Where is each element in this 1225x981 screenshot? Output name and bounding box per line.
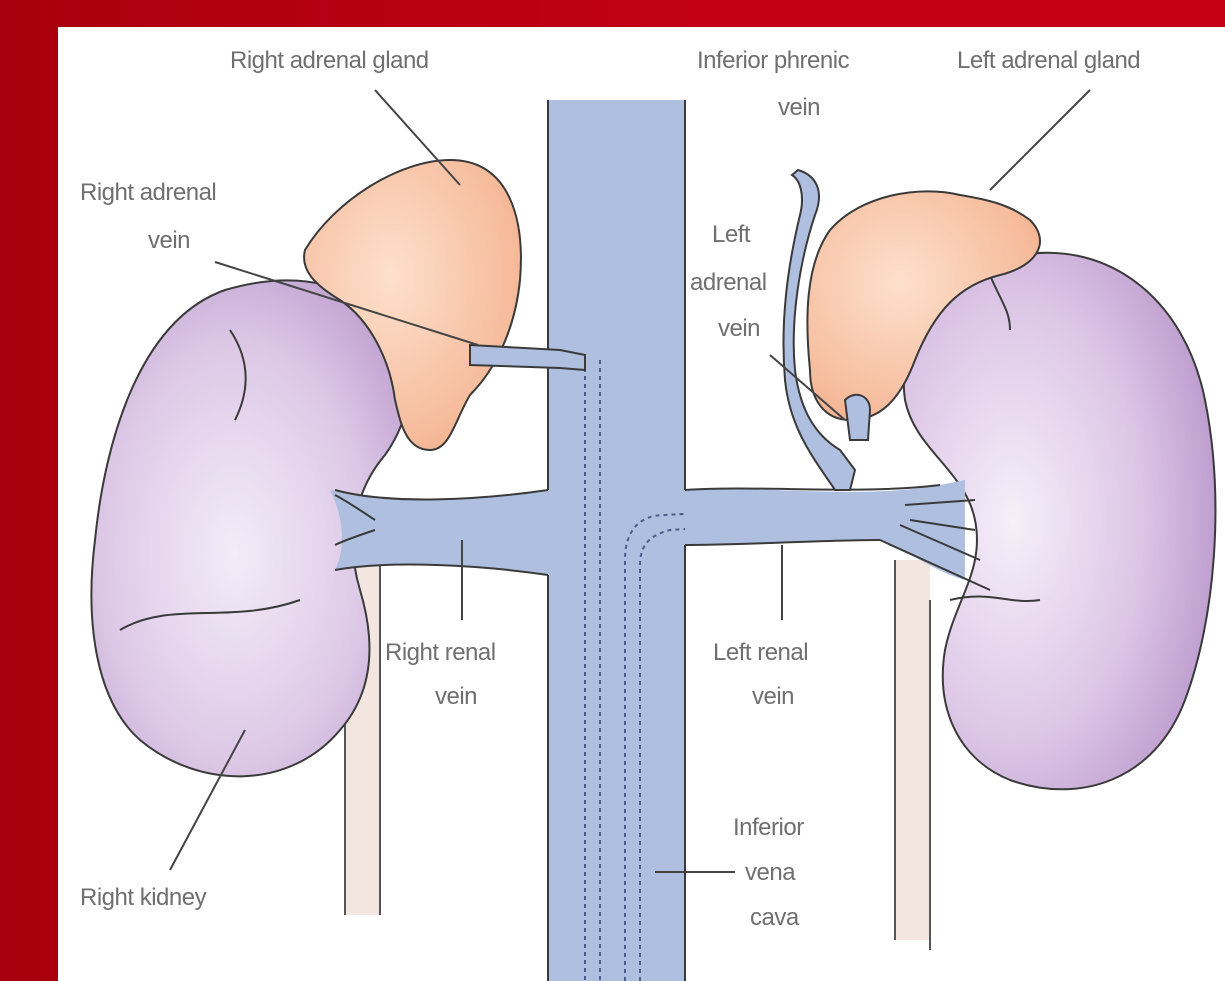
label-right-kidney: Right kidney bbox=[80, 884, 207, 911]
label-right-adrenal-gland: Right adrenal gland bbox=[230, 47, 429, 74]
label-right-renal-vein-line1: Right renal bbox=[385, 639, 496, 666]
label-left-adrenal-vein-line3: vein bbox=[718, 315, 760, 342]
label-left-adrenal-vein-line2: adrenal bbox=[690, 269, 767, 296]
label-left-renal-vein-line2: vein bbox=[752, 683, 794, 710]
label-right-adrenal-vein-line1: Right adrenal bbox=[80, 179, 216, 206]
right-renal-vein-shape bbox=[330, 490, 548, 575]
label-left-adrenal-vein-line1: Left bbox=[712, 221, 751, 248]
label-inferior-phrenic-vein-line1: Inferior phrenic bbox=[697, 47, 850, 74]
left-renal-vein-shape bbox=[685, 480, 990, 590]
label-inferior-vena-cava-line2: vena bbox=[745, 859, 796, 886]
label-inferior-vena-cava-line1: Inferior bbox=[733, 814, 804, 841]
label-inferior-phrenic-vein-line2: vein bbox=[778, 94, 820, 121]
label-right-adrenal-vein-line2: vein bbox=[148, 227, 190, 254]
label-left-adrenal-gland: Left adrenal gland bbox=[957, 47, 1140, 74]
label-left-renal-vein-line1: Left renal bbox=[713, 639, 808, 666]
label-inferior-vena-cava-line3: cava bbox=[750, 904, 800, 931]
label-right-renal-vein-line2: vein bbox=[435, 683, 477, 710]
left-ureter bbox=[895, 560, 930, 950]
